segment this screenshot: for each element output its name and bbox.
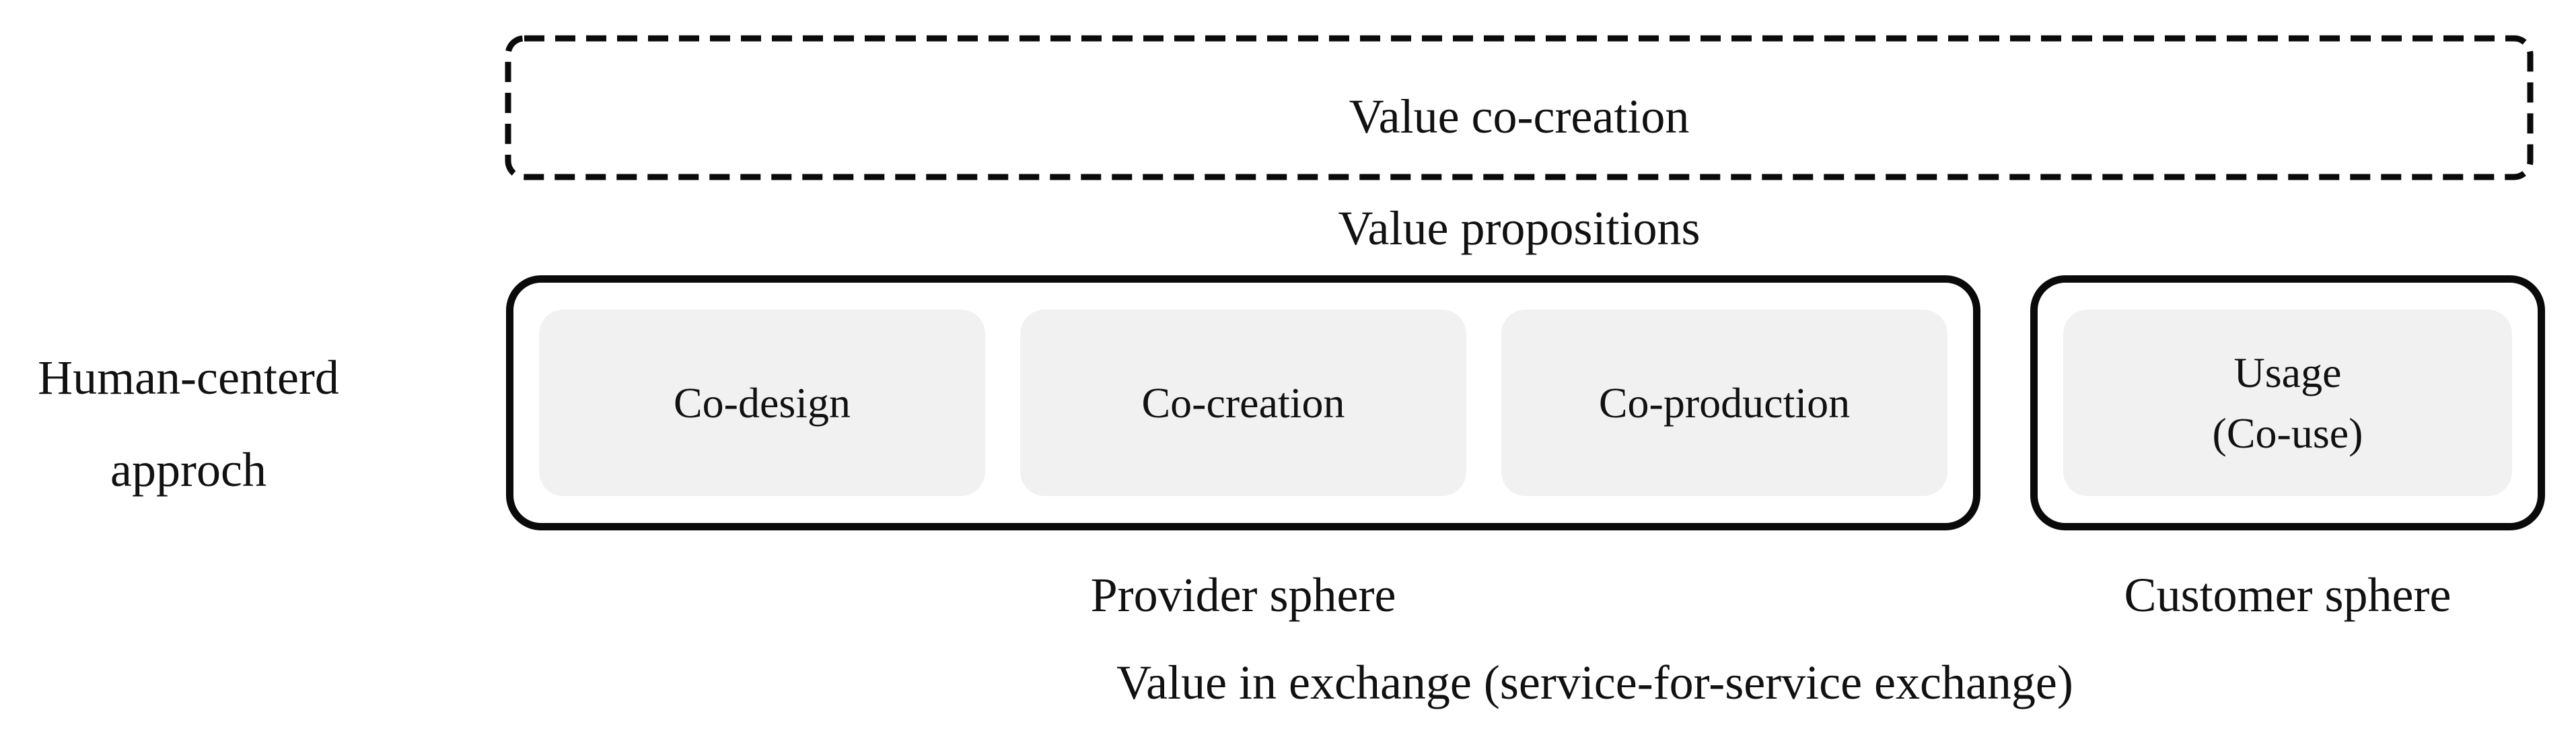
provider-sphere-box: Co-design Co-creation Co-production: [506, 275, 1980, 530]
co-production-label: Co-production: [1598, 378, 1851, 427]
provider-sphere-caption: Provider sphere: [1090, 568, 1396, 622]
human-centered-approach-line2: approch: [110, 442, 266, 497]
dashed-border: [505, 35, 2534, 180]
co-design-box: Co-design: [539, 310, 985, 496]
usage-box: Usage (Co-use): [2063, 310, 2512, 496]
co-production-box: Co-production: [1501, 310, 1947, 496]
co-design-label: Co-design: [673, 378, 851, 427]
co-creation-box: Co-creation: [1020, 310, 1466, 496]
value-co-creation-box: Value co-creation: [505, 35, 2534, 180]
value-in-exchange-label: Value in exchange (service-for-service e…: [1116, 656, 2073, 709]
co-use-label: (Co-use): [2212, 409, 2363, 457]
customer-sphere-box: Usage (Co-use): [2030, 275, 2545, 530]
value-co-creation-label: Value co-creation: [1349, 89, 1690, 143]
human-centered-approach-line1: Human-centerd: [38, 351, 339, 405]
human-centered-approach-label: Human-centerd approch: [0, 332, 377, 516]
co-creation-label: Co-creation: [1141, 378, 1345, 427]
usage-label: Usage: [2233, 348, 2342, 396]
value-propositions-label: Value propositions: [1338, 201, 1701, 255]
customer-sphere-caption: Customer sphere: [2124, 568, 2452, 622]
